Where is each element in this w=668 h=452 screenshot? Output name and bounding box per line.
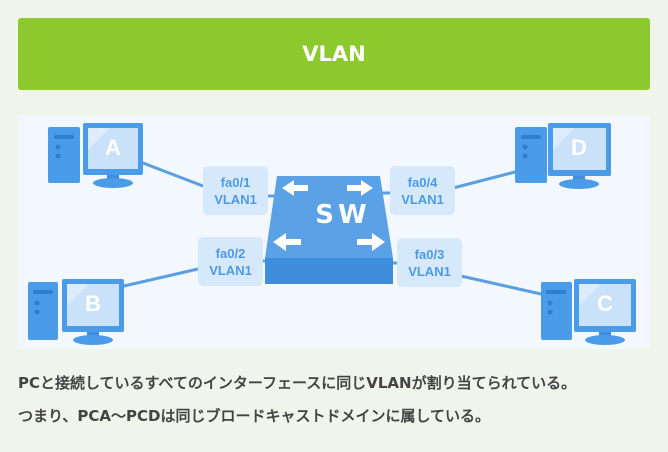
cable-b (122, 267, 200, 288)
port-vlan: VLAN1 (408, 263, 451, 279)
diagram-graphics (28, 123, 636, 345)
arrow-right-bottom (357, 233, 385, 251)
description-line-2: つまり、PCA〜PCDは同じブロードキャストドメインに属している。 (18, 407, 491, 425)
pc-c-icon (541, 279, 636, 345)
pc-d-label: D (571, 135, 587, 160)
network-switch-icon (265, 176, 393, 284)
pc-a-icon (48, 123, 143, 188)
port-label-fa0-2: fa0/2 VLAN1 (198, 237, 263, 286)
arrow-left-bottom (273, 233, 301, 251)
switch-arrows (273, 180, 385, 251)
port-name: fa0/3 (414, 246, 445, 262)
port-label-fa0-1: fa0/1 VLAN1 (203, 166, 268, 215)
port-vlan: VLAN1 (209, 262, 252, 278)
vlan-network-diagram: A B C D SW fa0/1 VLAN1 fa0/2 VLAN1 fa0/3… (18, 115, 650, 349)
port-label-fa0-4: fa0/4 VLAN1 (390, 166, 455, 215)
switch-label: SW (315, 200, 371, 230)
port-label-fa0-3: fa0/3 VLAN1 (397, 238, 462, 287)
title-banner: VLAN (18, 18, 650, 90)
port-name: fa0/4 (407, 174, 438, 190)
arrow-left-top (282, 180, 308, 196)
pc-a-label: A (105, 135, 121, 160)
page-title: VLAN (302, 42, 366, 66)
switch-front (265, 258, 393, 284)
cable-c (459, 274, 543, 296)
port-name: fa0/2 (215, 245, 246, 261)
pc-b-label: B (85, 291, 101, 316)
port-vlan: VLAN1 (214, 191, 257, 207)
pc-d-icon (515, 123, 611, 189)
switch-top (265, 176, 393, 258)
cable-d (451, 170, 517, 190)
description-line-1: PCと接続しているすべてのインターフェースに同じVLANが割り当てられている。 (18, 374, 577, 392)
cable-a (141, 161, 205, 188)
port-vlan: VLAN1 (401, 191, 444, 207)
pc-b-icon (28, 279, 124, 345)
arrow-right-top (347, 180, 373, 196)
port-name: fa0/1 (220, 174, 251, 190)
pc-c-label: C (597, 291, 613, 316)
